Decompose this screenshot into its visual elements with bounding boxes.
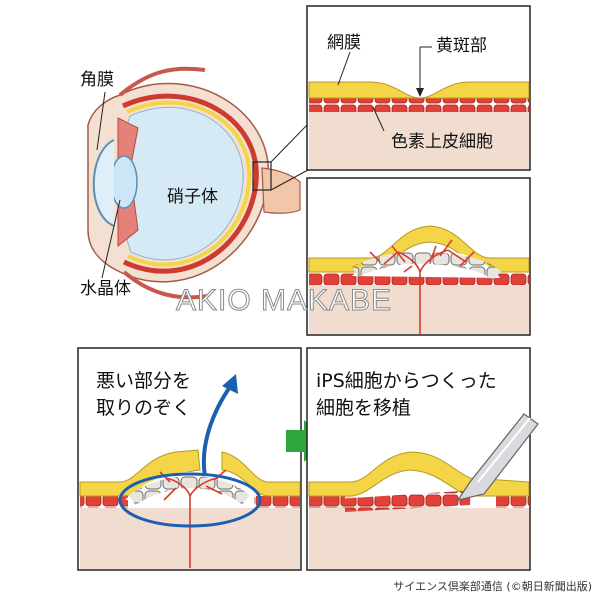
rpe-right (254, 496, 300, 508)
removal-arrow-shaft (201, 382, 234, 477)
rpe-left (80, 496, 128, 508)
retina-layer (126, 100, 252, 267)
tissue-layer (309, 112, 529, 169)
label-vitreous: 硝子体 (167, 187, 218, 207)
removal-arrowhead (222, 374, 238, 394)
rpe-right (496, 496, 529, 508)
injection-needle (456, 413, 539, 501)
rpe-pointer (372, 106, 385, 132)
label-rpe: 色素上皮細胞 (391, 132, 493, 152)
tissue-layer (309, 285, 529, 334)
lens-shape (110, 155, 138, 209)
removed-blood-vessels (159, 469, 227, 568)
zoom-line-top (270, 123, 309, 163)
eyeball-illustration (87, 66, 309, 300)
new-blood-vessels (369, 239, 475, 334)
panel-transplant (306, 347, 539, 571)
step-transplant-caption: iPS細胞からつくった 細胞を移植 (316, 370, 497, 419)
label-lens: 水晶体 (80, 279, 131, 299)
label-retina: 網膜 (327, 33, 361, 53)
panel-diseased (306, 177, 531, 336)
credit-line: サイエンス倶楽部通信 (©朝日新聞出版) (393, 580, 592, 593)
upper-muscle (118, 66, 206, 97)
panel-healthy-retina (306, 5, 531, 171)
rpe-layer (309, 98, 529, 112)
rpe-left (309, 496, 345, 508)
cornea-pointer (96, 91, 106, 151)
retina-pointer (337, 51, 351, 86)
lower-muscle (122, 270, 209, 300)
removal-outline (118, 472, 262, 528)
macula-arrowhead (416, 88, 424, 97)
zoom-line-bottom (270, 169, 309, 191)
retina-flap-right (221, 451, 301, 497)
panel-removal (77, 347, 302, 571)
label-macula: 黄斑部 (436, 36, 487, 56)
cornea-shape (92, 139, 115, 227)
label-cornea: 角膜 (80, 70, 114, 90)
damaged-cells (128, 475, 250, 506)
damaged-cells (352, 251, 502, 281)
step-remove-caption: 悪い部分を 取りのぞく (96, 370, 192, 419)
watermark: AKIO MAKABE (175, 284, 393, 318)
magnify-box (252, 161, 272, 191)
lens-pointer (101, 199, 121, 279)
choroid-layer (121, 93, 259, 274)
optic-nerve (261, 167, 301, 214)
